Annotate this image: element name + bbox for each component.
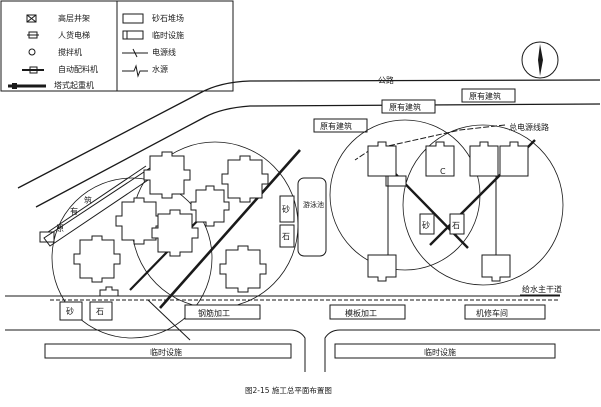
repair-shop-label: 机修车间 xyxy=(476,308,508,318)
legend-label-water: 水源 xyxy=(152,64,168,74)
right-sand-label: 砂 xyxy=(422,220,430,230)
central-stone-label: 石 xyxy=(282,232,290,241)
temporary-facilities: 临时设施 临时设施 xyxy=(44,343,556,359)
right-stone-label: 石 xyxy=(452,221,460,230)
central-yard: 砂 石 游泳池 xyxy=(279,177,327,257)
existing-buildings: 原有建筑 原有建筑 原有建筑 xyxy=(313,88,516,133)
highway: 公路 xyxy=(17,75,601,208)
auto-batching-machine-icon xyxy=(22,66,44,74)
lower-yards: 砂 石 钢筋加工 模板加工 机修车间 xyxy=(59,301,546,321)
building-block-right-group: C 砂 石 xyxy=(367,141,529,282)
rebar-yard-label: 钢筋加工 xyxy=(198,308,230,318)
high-rise-hoist-icon xyxy=(26,14,37,23)
lower-sand-label: 砂 xyxy=(66,306,74,316)
sand-stone-yard-icon xyxy=(122,13,144,24)
figure-caption: 图2-15 施工总平面布置图 xyxy=(245,385,332,395)
temporary-facility-icon xyxy=(122,30,144,40)
formwork-yard-label: 模板加工 xyxy=(345,308,377,318)
c-mark: C xyxy=(440,167,446,176)
north-arrow xyxy=(521,41,559,79)
legend-label-elevator: 人货电梯 xyxy=(58,30,90,40)
legend-label-hoist: 高层井架 xyxy=(58,13,90,23)
legend: 高层井架 砂石堆场 人货电梯 临时设施 搅拌机 电源线 xyxy=(0,0,234,92)
tower-crane-icon xyxy=(8,83,46,89)
water-main: 给水主干道 xyxy=(50,284,562,301)
pool-label: 游泳池 xyxy=(303,200,324,209)
water-source-icon xyxy=(122,64,148,78)
legend-label-mixer: 搅拌机 xyxy=(58,47,82,57)
highway-label: 公路 xyxy=(378,75,394,85)
temp-facility-right-label: 临时设施 xyxy=(424,347,456,357)
site-roads xyxy=(5,295,600,372)
power-line-icon xyxy=(122,48,148,58)
temp-facility-left-label: 临时设施 xyxy=(150,347,182,357)
power-main-label: 总电源线路 xyxy=(509,122,549,132)
legend-label-tower-crane: 塔式起重机 xyxy=(54,80,94,90)
existing-building-3: 原有建筑 xyxy=(320,121,352,131)
lower-stone-label: 石 xyxy=(96,307,104,316)
legend-label-power-line: 电源线 xyxy=(152,47,176,57)
shed-char-1: 筑 xyxy=(84,195,92,205)
shed-char-2: 有 xyxy=(70,206,78,216)
legend-label-temp-facility: 临时设施 xyxy=(152,30,184,40)
legend-label-batching: 自动配料机 xyxy=(58,64,98,74)
legend-label-sand-stone: 砂石堆场 xyxy=(152,13,184,23)
mixer-icon xyxy=(28,48,36,56)
central-sand-label: 砂 xyxy=(282,204,290,214)
existing-building-2: 原有建筑 xyxy=(469,91,501,101)
passenger-cargo-elevator-icon xyxy=(27,31,39,39)
existing-building-1: 原有建筑 xyxy=(389,102,421,112)
building-block-left-group xyxy=(73,151,269,297)
water-main-label: 给水主干道 xyxy=(522,284,562,294)
shed-char-3: 原 xyxy=(56,224,64,233)
